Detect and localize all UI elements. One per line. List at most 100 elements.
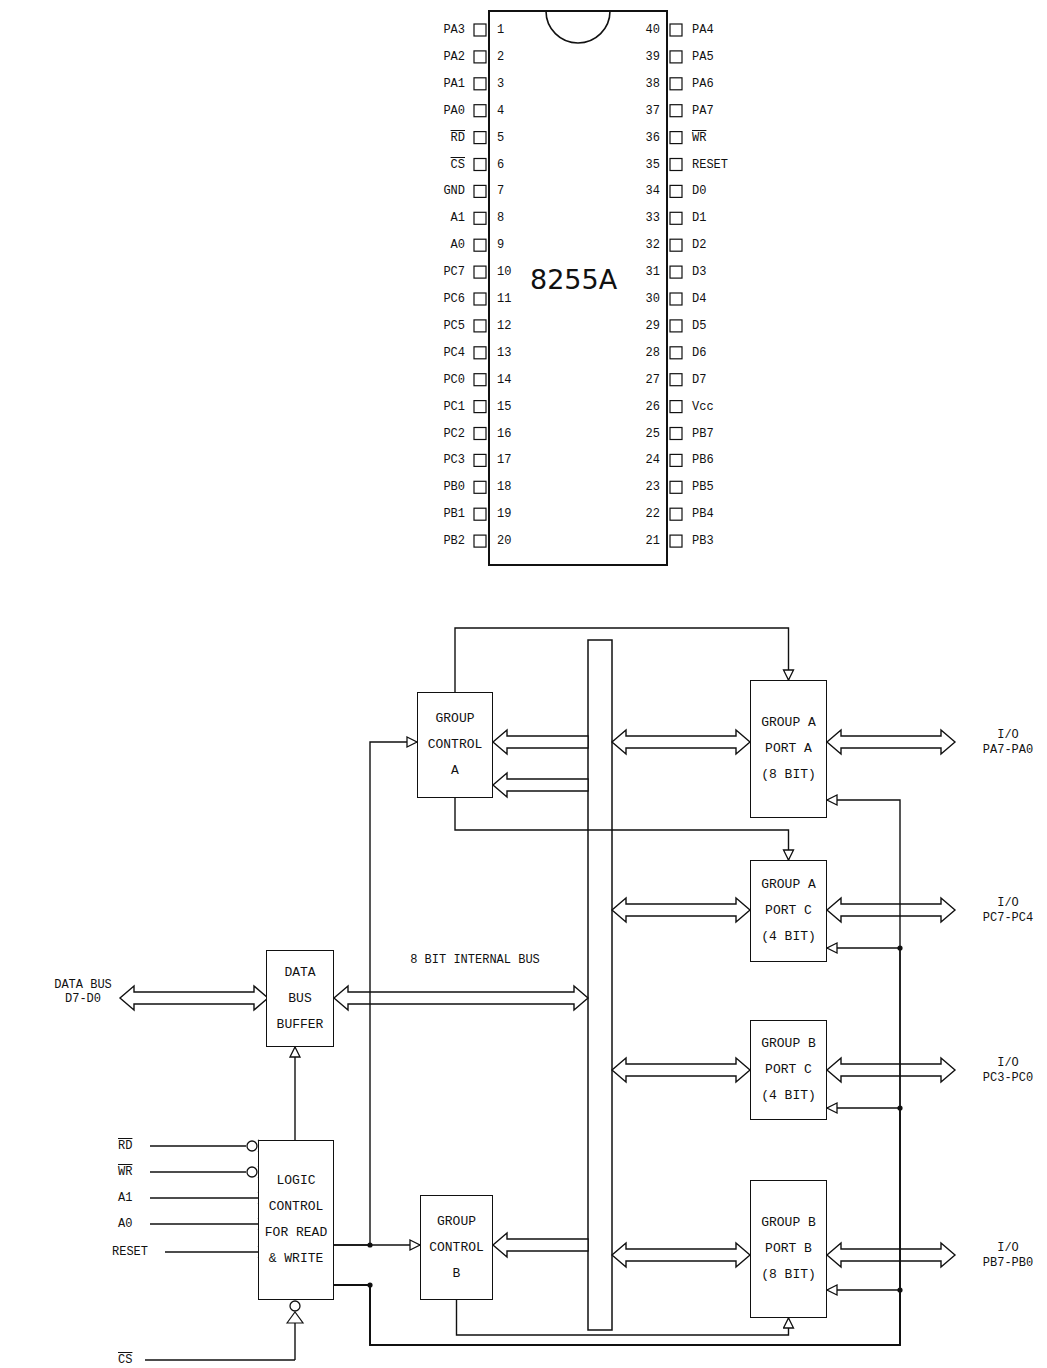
pin-pad (474, 401, 486, 413)
pin-number: 39 (646, 50, 660, 64)
pin-number: 7 (497, 184, 504, 198)
pin-pad (474, 239, 486, 251)
pin-pad (474, 51, 486, 63)
port-block: GROUP A PORT C (4 BIT) (750, 860, 827, 962)
pin-pad (474, 535, 486, 547)
port-block: GROUP B PORT C (4 BIT) (750, 1020, 827, 1120)
pin-pad (670, 535, 682, 547)
pin-number: 38 (646, 77, 660, 91)
bus-arrow (827, 898, 955, 922)
signal-label: I/O (997, 728, 1019, 742)
pin-name: PA2 (443, 50, 465, 64)
pin-number: 25 (646, 427, 660, 441)
pin-name: PB3 (692, 534, 714, 548)
logic-block: LOGIC CONTROL FOR READ & WRITE (258, 1140, 334, 1300)
pin-name: PC2 (443, 427, 465, 441)
signal-label: PA7-PA0 (983, 743, 1033, 757)
pin-name: PB2 (443, 534, 465, 548)
wire (165, 1251, 258, 1252)
pin-name: PA7 (692, 104, 714, 118)
pin-name: PB5 (692, 480, 714, 494)
pin-name: GND (443, 184, 465, 198)
block-label: GROUP B PORT C (4 BIT) (754, 1031, 823, 1109)
pin-number: 32 (646, 238, 660, 252)
block-label: GROUP B PORT B (8 BIT) (754, 1210, 823, 1288)
pin-number: 35 (646, 158, 660, 172)
pin-pad (670, 159, 682, 171)
input-triangle (287, 1312, 303, 1323)
pin-pad (670, 347, 682, 359)
pin-number: 9 (497, 238, 504, 252)
pin-name: A0 (451, 238, 465, 252)
control-line (294, 1047, 295, 1140)
pin-number: 4 (497, 104, 504, 118)
pin-number: 5 (497, 131, 504, 145)
pin-name: PA5 (692, 50, 714, 64)
pin-name: PB0 (443, 480, 465, 494)
signal-label: I/O (997, 1241, 1019, 1255)
pin-number: 30 (646, 292, 660, 306)
pin-pad (474, 212, 486, 224)
pin-number: 15 (497, 400, 511, 414)
pin-name: RD (451, 131, 465, 145)
pin-pad (670, 78, 682, 90)
pin-pad (474, 24, 486, 36)
pin-pad (670, 454, 682, 466)
pin-name: CS (451, 158, 465, 172)
pin-number: 12 (497, 319, 511, 333)
signal-label: A1 (118, 1191, 132, 1205)
signal-label: PB7-PB0 (983, 1256, 1033, 1270)
pin-number: 22 (646, 507, 660, 521)
pin-name: PB6 (692, 453, 714, 467)
pin-number: 27 (646, 373, 660, 387)
pin-name: PB7 (692, 427, 714, 441)
bus-arrow (334, 986, 588, 1010)
signal-label: I/O (997, 896, 1019, 910)
signal-label: I/O (997, 1056, 1019, 1070)
wire (150, 1197, 258, 1198)
block-label: LOGIC CONTROL FOR READ & WRITE (262, 1168, 330, 1272)
pin-name: D2 (692, 238, 706, 252)
pin-name: PA3 (443, 23, 465, 37)
pin-pad (670, 293, 682, 305)
pin-pad (670, 51, 682, 63)
bus-arrow (493, 730, 588, 754)
pin-name: RESET (692, 158, 728, 172)
port-block: GROUP B PORT B (8 BIT) (750, 1180, 827, 1318)
control-block: GROUP CONTROL B (420, 1195, 493, 1300)
pin-number: 1 (497, 23, 504, 37)
pin-pad (474, 293, 486, 305)
pin-pad (670, 508, 682, 520)
pin-name: D3 (692, 265, 706, 279)
control-line (334, 1244, 420, 1245)
pin-pad (474, 159, 486, 171)
pin-pad (474, 428, 486, 440)
pin-name: D5 (692, 319, 706, 333)
pin-pad (670, 266, 682, 278)
port-block: GROUP A PORT A (8 BIT) (750, 680, 827, 818)
pin-name: PA6 (692, 77, 714, 91)
pin-number: 28 (646, 346, 660, 360)
pin-pad (670, 320, 682, 332)
pin-name: PA0 (443, 104, 465, 118)
pin-number: 24 (646, 453, 660, 467)
pin-pad (474, 105, 486, 117)
wire (150, 1171, 246, 1172)
pin-pad (670, 401, 682, 413)
pin-number: 20 (497, 534, 511, 548)
pin-number: 17 (497, 453, 511, 467)
inversion-bubble (247, 1167, 257, 1177)
control-line (455, 798, 789, 860)
pin-number: 33 (646, 211, 660, 225)
wire (150, 1223, 258, 1224)
pin-pad (474, 481, 486, 493)
pin-number: 2 (497, 50, 504, 64)
inversion-bubble (247, 1141, 257, 1151)
pin-pad (474, 78, 486, 90)
pin-pad (670, 185, 682, 197)
signal-label: WR (118, 1165, 132, 1179)
pin-name: PB4 (692, 507, 714, 521)
pin-name: PC3 (443, 453, 465, 467)
pin-number: 29 (646, 319, 660, 333)
